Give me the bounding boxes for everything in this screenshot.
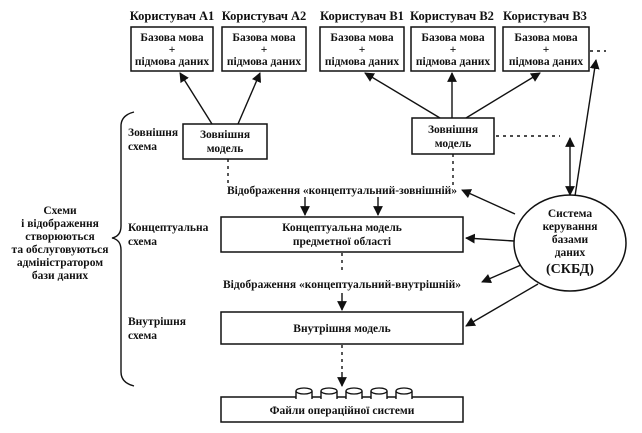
conceptual-model: Концептуальна модель предметної області <box>220 216 464 253</box>
internal-schema-line1: Внутрішня <box>128 316 186 328</box>
user-box-line2: + <box>169 44 176 56</box>
disk-cylinder-icon <box>320 387 338 399</box>
admin-note-line4: та обслуговуються <box>12 244 109 256</box>
user-box-line3: підмова даних <box>325 56 399 68</box>
disk-cylinder-icon <box>395 387 413 399</box>
user-box-b1: Базова мова + підмова даних <box>319 26 405 72</box>
arrow-dbms-mapping-internal <box>481 264 522 283</box>
conceptual-schema-line2: схема <box>128 236 157 248</box>
schema-labels: Зовнішня схема Концептуальна схема Внутр… <box>128 127 209 342</box>
dbms-line3: базами <box>552 234 589 246</box>
mapping-conceptual-external-label: Відображення «концептуальний-зовнішній» <box>227 185 457 197</box>
user-box-line1: Базова мова <box>330 32 394 44</box>
internal-model: Внутрішня модель <box>220 311 464 345</box>
user-box-line1: Базова мова <box>514 32 578 44</box>
arrow-dbms-internal <box>465 283 539 327</box>
admin-note: Схеми і відображення створюються та обсл… <box>12 205 109 282</box>
user-box-line2: + <box>261 44 268 56</box>
arrow-external-to-a2 <box>237 72 262 125</box>
external-schema-line1: Зовнішня <box>128 127 178 139</box>
user-box-line3: підмова даних <box>227 56 301 68</box>
admin-note-line1: Схеми <box>43 205 77 217</box>
user-label-a2: Користувач А2 <box>222 9 307 23</box>
disk-cylinder-icon <box>345 387 363 399</box>
dbms-line5: (СКБД) <box>546 262 594 277</box>
user-label-a1: Користувач А1 <box>130 9 215 23</box>
user-box-b2: Базова мова + підмова даних <box>410 26 496 72</box>
user-box-line1: Базова мова <box>421 32 485 44</box>
user-label-b1: Користувач В1 <box>320 9 404 23</box>
level-connectors <box>227 154 454 387</box>
dbms-line2: керування <box>543 221 598 233</box>
user-label-b3: Користувач В3 <box>503 9 587 23</box>
arrow-external-to-b3 <box>465 72 541 119</box>
internal-model-label: Внутрішня модель <box>293 323 390 335</box>
user-box-b3: Базова мова + підмова даних <box>502 26 590 72</box>
disk-cylinder-icon <box>295 387 313 399</box>
external-model-line2: модель <box>435 138 472 150</box>
arrow-dbms-conceptual <box>465 233 515 244</box>
external-model-line2: модель <box>207 143 244 155</box>
user-box-line2: + <box>450 44 457 56</box>
external-model-line1: Зовнішня <box>428 124 478 136</box>
arrow-dbms-mapping-external <box>461 189 516 215</box>
user-box-line3: підмова даних <box>135 56 209 68</box>
os-files-label: Файли операційної системи <box>270 405 415 417</box>
external-model-line1: Зовнішня <box>200 129 250 141</box>
dbms-line1: Система <box>548 208 593 220</box>
external-to-user-arrows <box>179 72 541 125</box>
conceptual-model-line2: предметної області <box>293 236 392 248</box>
user-box-line3: підмова даних <box>416 56 490 68</box>
user-box-a1: Базова мова + підмова даних <box>130 26 214 72</box>
mapping-conceptual-internal-label: Відображення «концептуальний-внутрішній» <box>223 279 461 291</box>
admin-note-line2: і відображення <box>21 218 99 230</box>
os-files: Файли операційної системи <box>220 387 464 423</box>
external-model-a: Зовнішня модель <box>182 123 268 160</box>
conceptual-model-line1: Концептуальна модель <box>282 222 402 234</box>
user-box-a2: Базова мова + підмова даних <box>221 26 307 72</box>
internal-schema-line2: схема <box>128 330 157 342</box>
arrow-external-to-a1 <box>179 72 213 125</box>
dbms-line4: даних <box>555 247 586 259</box>
user-box-line2: + <box>359 44 366 56</box>
conceptual-schema-line1: Концептуальна <box>128 222 209 234</box>
user-labels: Користувач А1 Користувач А2 Користувач В… <box>130 9 587 23</box>
disk-cylinder-icon <box>370 387 388 399</box>
admin-note-line3: створюються <box>25 231 95 243</box>
admin-note-line5: адміністратором <box>17 257 103 269</box>
user-label-b2: Користувач В2 <box>410 9 494 23</box>
arrow-dbms-users <box>574 59 600 197</box>
external-schema-line2: схема <box>128 141 157 153</box>
user-box-line2: + <box>543 44 550 56</box>
admin-note-line6: бази даних <box>32 270 88 282</box>
dbms-ellipse: Система керування базами даних (СКБД) <box>513 194 627 292</box>
user-box-line3: підмова даних <box>509 56 583 68</box>
brace <box>111 111 135 387</box>
dbms-connections <box>461 50 606 327</box>
user-box-line1: Базова мова <box>232 32 296 44</box>
arrow-external-to-b1 <box>364 72 441 119</box>
external-model-b: Зовнішня модель <box>411 117 495 155</box>
user-box-line1: Базова мова <box>140 32 204 44</box>
